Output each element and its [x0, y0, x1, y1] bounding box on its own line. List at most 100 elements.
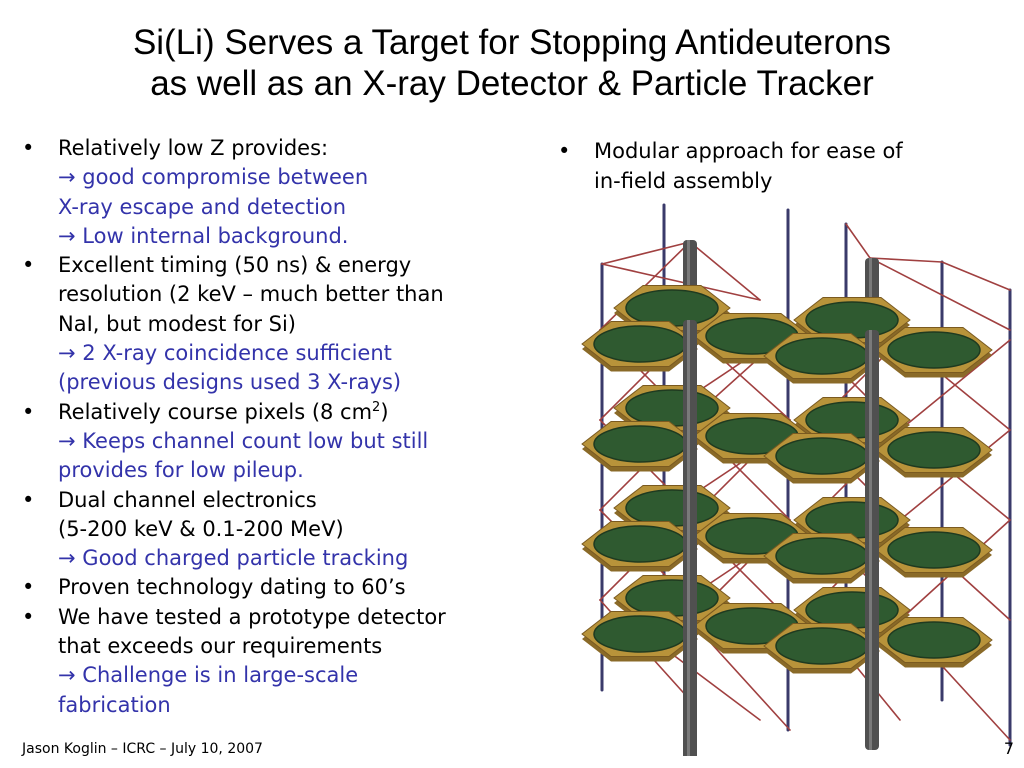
- detector-stack-illustration: [581, 203, 1012, 756]
- bullet-line: that exceeds our requirements: [58, 632, 552, 661]
- detector-disc: [625, 579, 719, 617]
- detector-disc: [775, 627, 869, 665]
- bullet-dot: •: [22, 604, 35, 629]
- bullet-line: (5-200 keV & 0.1-200 MeV): [58, 515, 552, 544]
- bullet-item-modular: • Modular approach for ease of in-field …: [558, 136, 988, 196]
- page-number: 7: [1003, 739, 1014, 758]
- bullet-line: X-ray escape and detection: [58, 193, 552, 222]
- bullet-line: → good compromise between: [58, 163, 552, 192]
- bullet-line: Dual channel electronics: [58, 486, 552, 515]
- detector-disc: [775, 337, 869, 375]
- bullet-text: Challenge is in large-scale: [82, 663, 359, 688]
- bullet-text: Keeps channel count low but still: [82, 428, 429, 453]
- bullet-text: Low internal background.: [82, 223, 349, 248]
- detector-disc: [887, 331, 981, 369]
- detector-disc: [887, 431, 981, 469]
- bullet-line: resolution (2 keV – much better than: [58, 280, 552, 309]
- detector-disc: [625, 489, 719, 527]
- bullet-line: We have tested a prototype detector: [58, 603, 552, 632]
- bullet-dot: •: [558, 139, 571, 163]
- detector-disc: [775, 437, 869, 475]
- bullet-line: Relatively course pixels (8 cm2): [58, 398, 552, 427]
- superscript: 2: [372, 399, 381, 415]
- detector-disc: [593, 425, 687, 463]
- bullet-text: Good charged particle tracking: [82, 546, 409, 571]
- bullet-line: → Good charged particle tracking: [58, 544, 552, 573]
- bullet-text: Proven technology dating to 60’s: [58, 575, 406, 600]
- cross-strut: [601, 263, 761, 301]
- central-rod-highlight: [869, 330, 872, 750]
- bullet-line: (previous designs used 3 X-rays): [58, 368, 552, 397]
- bullet-line: Excellent timing (50 ns) & energy: [58, 251, 552, 280]
- left-bullet-list: • Relatively low Z provides: → good compro…: [22, 134, 552, 720]
- detector-disc: [625, 289, 719, 327]
- arrow-icon: →: [58, 223, 76, 248]
- detector-disc: [593, 525, 687, 563]
- bullet-text: resolution (2 keV – much better than: [58, 282, 444, 307]
- right-bullet-list: • Modular approach for ease of in-field …: [558, 136, 988, 196]
- bullet-line: → Challenge is in large-scale: [58, 661, 552, 690]
- cross-strut: [689, 241, 761, 301]
- bullet-line: → Keeps channel count low but still: [58, 427, 552, 456]
- bullet-line: NaI, but modest for Si): [58, 310, 552, 339]
- bullet-dot: •: [22, 487, 35, 512]
- bullet-text: 2 X-ray coincidence sufficient: [82, 341, 392, 366]
- bullet-text: NaI, but modest for Si): [58, 311, 296, 336]
- title-line-2: as well as an X-ray Detector & Particle …: [150, 64, 874, 103]
- bullet-text: good compromise between: [82, 165, 369, 190]
- cross-strut: [941, 261, 1011, 291]
- detector-disc: [805, 301, 899, 339]
- detector-disc: [887, 531, 981, 569]
- bullet-text: fabrication: [58, 692, 171, 717]
- bullet-line: provides for low pileup.: [58, 456, 552, 485]
- arrow-icon: →: [58, 341, 76, 366]
- detector-disc: [887, 621, 981, 659]
- cross-strut: [845, 223, 871, 259]
- detector-disc: [805, 401, 899, 439]
- detector-disc: [593, 325, 687, 363]
- arrow-icon: →: [58, 428, 76, 453]
- bullet-text: (previous designs used 3 X-rays): [58, 370, 402, 395]
- arrow-icon: →: [58, 663, 76, 688]
- bullet-line: in-field assembly: [594, 169, 773, 193]
- detector-disc: [805, 591, 899, 629]
- bullet-text: provides for low pileup.: [58, 458, 304, 483]
- bullet-item: •Relatively course pixels (8 cm2)→ Keeps…: [22, 398, 552, 486]
- bullet-dot: •: [22, 399, 35, 424]
- bullet-line: Modular approach for ease of: [594, 139, 903, 163]
- bullet-text: Dual channel electronics: [58, 487, 317, 512]
- footer-author-date: Jason Koglin – ICRC – July 10, 2007: [22, 741, 263, 757]
- bullet-text: (5-200 keV & 0.1-200 MeV): [58, 516, 344, 541]
- bullet-text: We have tested a prototype detector: [58, 604, 446, 629]
- detector-disc: [805, 501, 899, 539]
- bullet-item: • Dual channel electronics (5-200 keV & 0.…: [22, 486, 552, 574]
- bullet-line: fabrication: [58, 691, 552, 720]
- bullet-dot: •: [22, 136, 35, 160]
- bullet-line: Relatively low Z provides:: [58, 134, 552, 163]
- cross-strut: [601, 241, 691, 265]
- detector-disc: [775, 537, 869, 575]
- bullet-dot: •: [22, 575, 35, 600]
- bullet-item: • Relatively low Z provides: → good compro…: [22, 134, 552, 251]
- bullet-text: X-ray escape and detection: [58, 194, 347, 219]
- bullet-text-suffix: ): [380, 399, 389, 424]
- bullet-line: Proven technology dating to 60’s: [58, 573, 552, 602]
- cross-strut: [869, 257, 943, 263]
- arrow-icon: →: [58, 546, 76, 571]
- central-rod-highlight: [687, 320, 690, 756]
- bullet-text: Relatively low Z provides:: [58, 136, 329, 160]
- bullet-item: • We have tested a prototype detector that…: [22, 603, 552, 720]
- arrow-icon: →: [58, 165, 76, 190]
- detector-disc: [593, 615, 687, 653]
- bullet-line: → Low internal background.: [58, 222, 552, 251]
- bullet-text: Relatively course pixels (8 cm: [58, 399, 373, 424]
- slide-title: Si(Li) Serves a Target for Stopping Anti…: [0, 22, 1024, 104]
- cross-strut: [869, 257, 1011, 331]
- bullet-line: → 2 X-ray coincidence sufficient: [58, 339, 552, 368]
- bullet-item: • Proven technology dating to 60’s: [22, 573, 552, 602]
- detector-disc: [625, 389, 719, 427]
- title-line-1: Si(Li) Serves a Target for Stopping Anti…: [132, 23, 892, 62]
- bullet-dot: •: [22, 253, 35, 278]
- bullet-text: that exceeds our requirements: [58, 634, 383, 659]
